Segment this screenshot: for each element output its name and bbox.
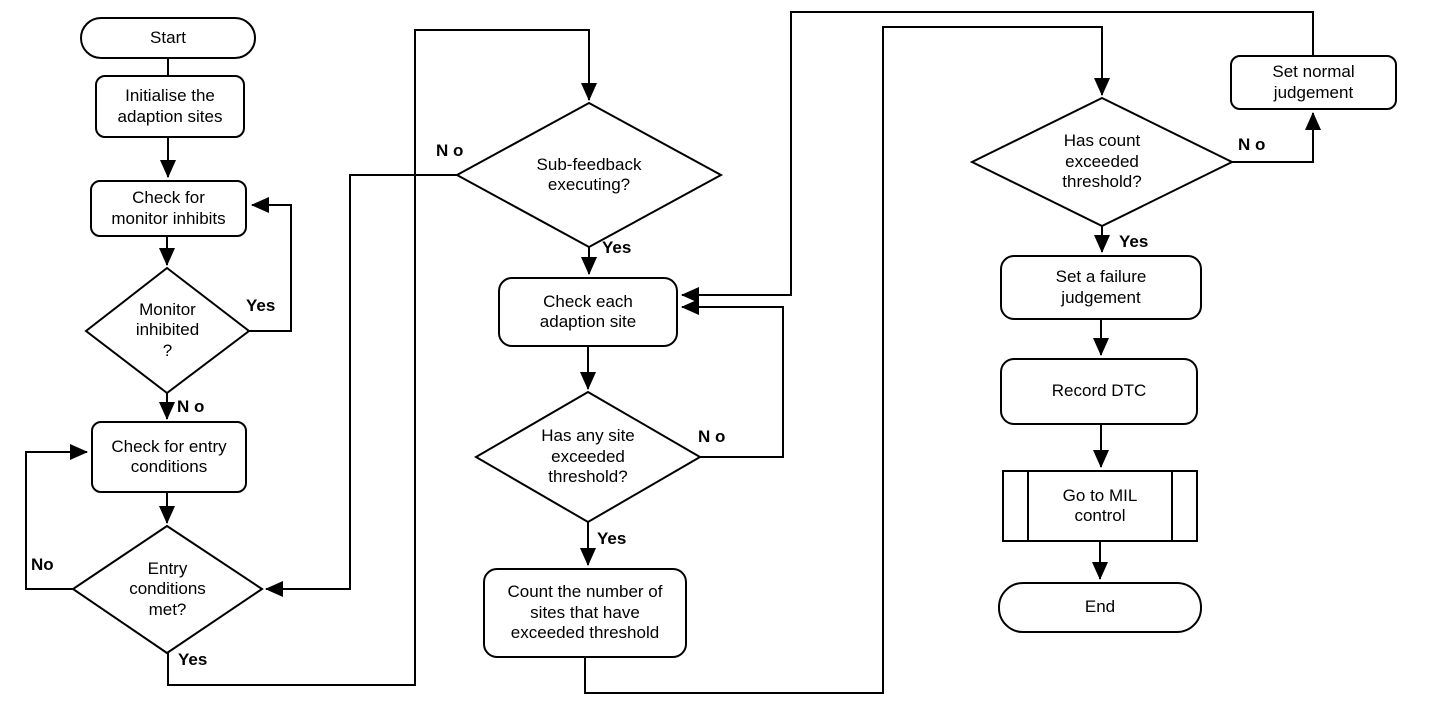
decision-any-site-shape (474, 390, 702, 524)
node-check-monitor-inhibits: Check for monitor inhibits (90, 180, 247, 237)
decision-entry-conditions-label: Entry conditions met? (129, 558, 206, 619)
node-check-entry-conditions: Check for entry conditions (91, 421, 247, 493)
decision-count-exceeded-shape (969, 96, 1235, 228)
edge-label-count-no: N o (1238, 135, 1266, 154)
edge-label-entry-no: No (31, 555, 54, 574)
mil-control-label: Go to MIL control (1062, 485, 1138, 525)
decision-sub-feedback-label: Sub-feedback executing? (536, 154, 642, 194)
node-set-normal-judgement: Set normal judgement (1230, 55, 1397, 110)
node-check-each-adaption-site: Check each adaption site (498, 277, 678, 347)
node-start: Start (80, 17, 256, 59)
node-record-dtc: Record DTC (1000, 358, 1198, 425)
edge-entry-no-loop (25, 444, 88, 590)
decision-sub-feedback-shape (454, 101, 724, 249)
node-initialise-adaption-sites: Initialise the adaption sites (95, 75, 245, 138)
predefined-process-left-bar (1027, 472, 1029, 540)
edge-any-no-loop (681, 299, 784, 458)
predefined-process-right-bar (1171, 472, 1173, 540)
edge-entry-yes-to-subfeedback (167, 29, 597, 686)
node-count-sites: Count the number of sites that have exce… (483, 568, 687, 658)
decision-monitor-inhibited-shape (84, 266, 251, 395)
edge-monitor-yes-loop (249, 197, 292, 332)
node-end: End (998, 582, 1202, 633)
edge-label-entry-yes: Yes (178, 650, 208, 669)
edge-count-no (1232, 112, 1321, 163)
decision-entry-conditions-shape (71, 524, 264, 655)
edge-label-sub-no: N o (436, 141, 464, 160)
edge-label-any-yes: Yes (597, 529, 627, 548)
edge-label-any-no: N o (698, 427, 726, 446)
edge-subfeedback-no-to-entry (265, 174, 457, 597)
decision-monitor-inhibited-label: Monitor inhibited ? (135, 299, 200, 360)
edge-label-sub-yes: Yes (602, 238, 632, 257)
edge-label-monitor-yes: Yes (246, 296, 276, 315)
edge-label-monitor-no: N o (177, 397, 205, 416)
edge-count-to-count-decision (584, 26, 1110, 694)
decision-any-site-label: Has any site exceeded threshold? (541, 426, 635, 487)
edge-setnormal-to-check-each (681, 11, 1314, 303)
node-go-to-mil-control: Go to MIL control (1002, 470, 1198, 542)
node-set-failure-judgement: Set a failure judgement (1000, 255, 1202, 320)
decision-count-exceeded-label: Has count exceeded threshold? (1062, 131, 1142, 192)
edge-label-count-yes: Yes (1119, 232, 1149, 251)
